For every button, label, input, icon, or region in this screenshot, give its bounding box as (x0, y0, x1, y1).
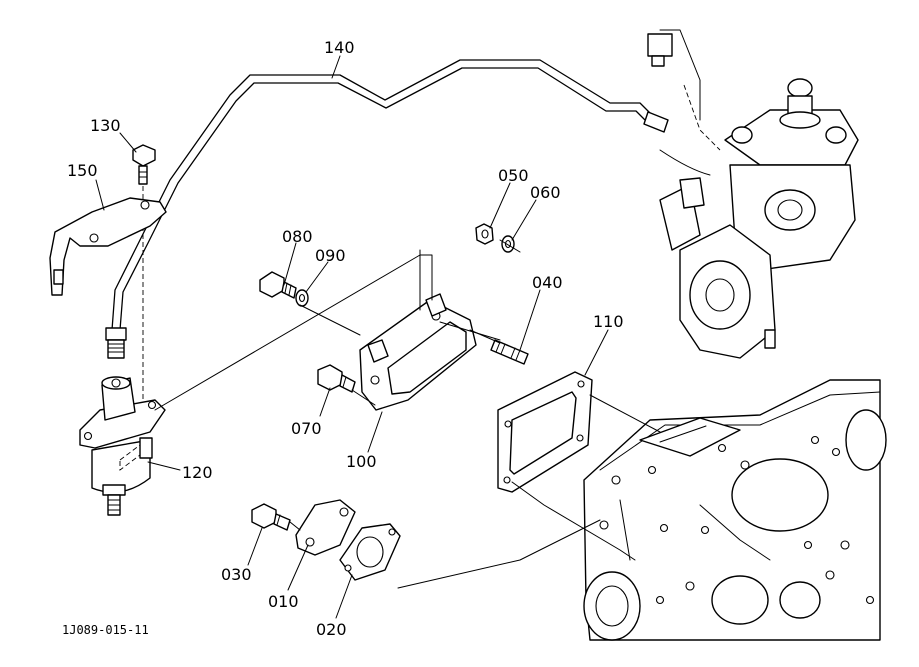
callout-150: 150 (67, 161, 98, 180)
nut-050 (475, 223, 494, 245)
assembly-lines (154, 239, 661, 589)
injection-pump (647, 29, 859, 359)
document-id: 1J089-015-11 (62, 623, 149, 637)
callout-020: 020 (316, 620, 347, 639)
callout-040: 040 (532, 273, 563, 292)
callout-030: 030 (221, 565, 252, 584)
callout-050: 050 (498, 166, 529, 185)
washer-060 (501, 235, 515, 253)
callout-070: 070 (291, 419, 322, 438)
callout-110: 110 (593, 312, 624, 331)
callout-130: 130 (90, 116, 121, 135)
callout-080: 080 (282, 227, 313, 246)
solenoid-120 (79, 376, 166, 516)
bolt-080 (259, 271, 297, 299)
callout-140: 140 (324, 38, 355, 57)
callout-120: 120 (182, 463, 213, 482)
bolt-130 (132, 144, 156, 400)
fuel-pipe-140 (105, 59, 669, 359)
leader-lines (95, 55, 609, 619)
bolt-070 (317, 364, 356, 393)
bracket-150 (49, 197, 167, 296)
callout-labels: 140 130 150 050 060 080 090 040 110 070 … (67, 38, 624, 639)
callout-090: 090 (315, 246, 346, 265)
cover-100 (359, 249, 477, 411)
engine-block (583, 379, 887, 641)
stud-040 (490, 339, 529, 365)
callout-010: 010 (268, 592, 299, 611)
gasket-110 (497, 371, 593, 493)
bolt-030 (251, 503, 291, 531)
plate-010 (295, 499, 356, 556)
gasket-020 (339, 523, 401, 581)
callout-100: 100 (346, 452, 377, 471)
washer-090 (295, 289, 309, 307)
callout-060: 060 (530, 183, 561, 202)
